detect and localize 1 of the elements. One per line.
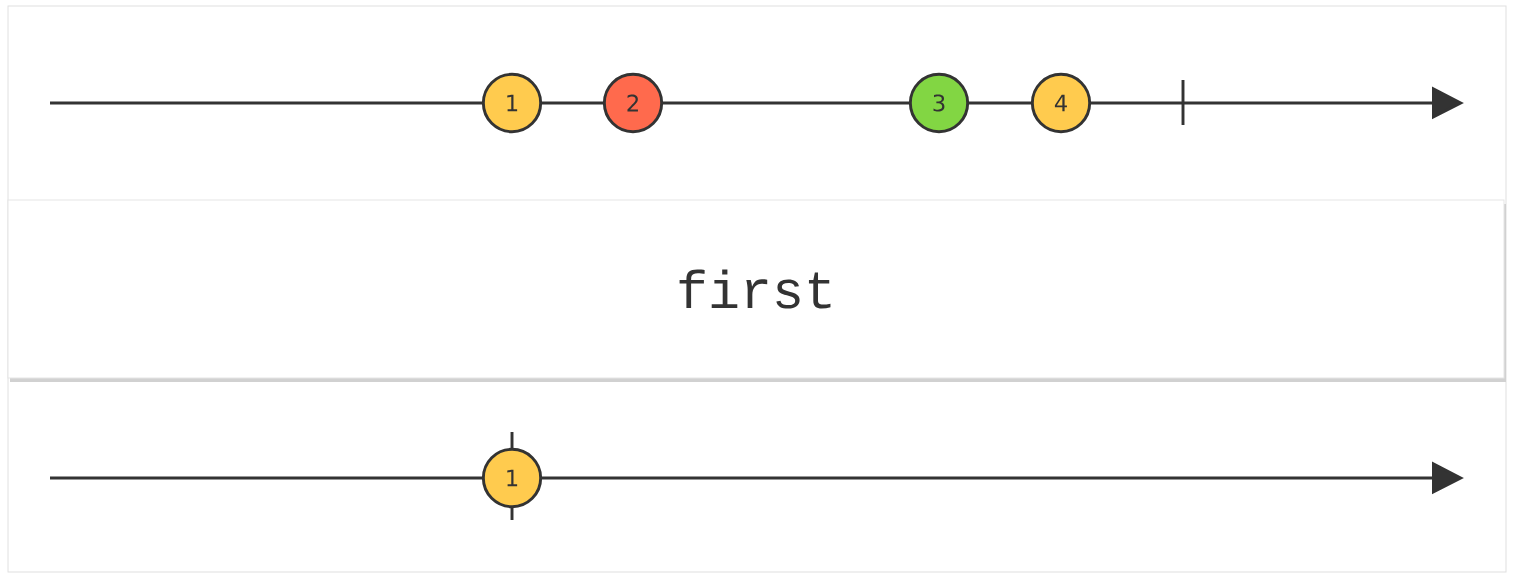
operator-box: first: [7, 199, 1506, 382]
